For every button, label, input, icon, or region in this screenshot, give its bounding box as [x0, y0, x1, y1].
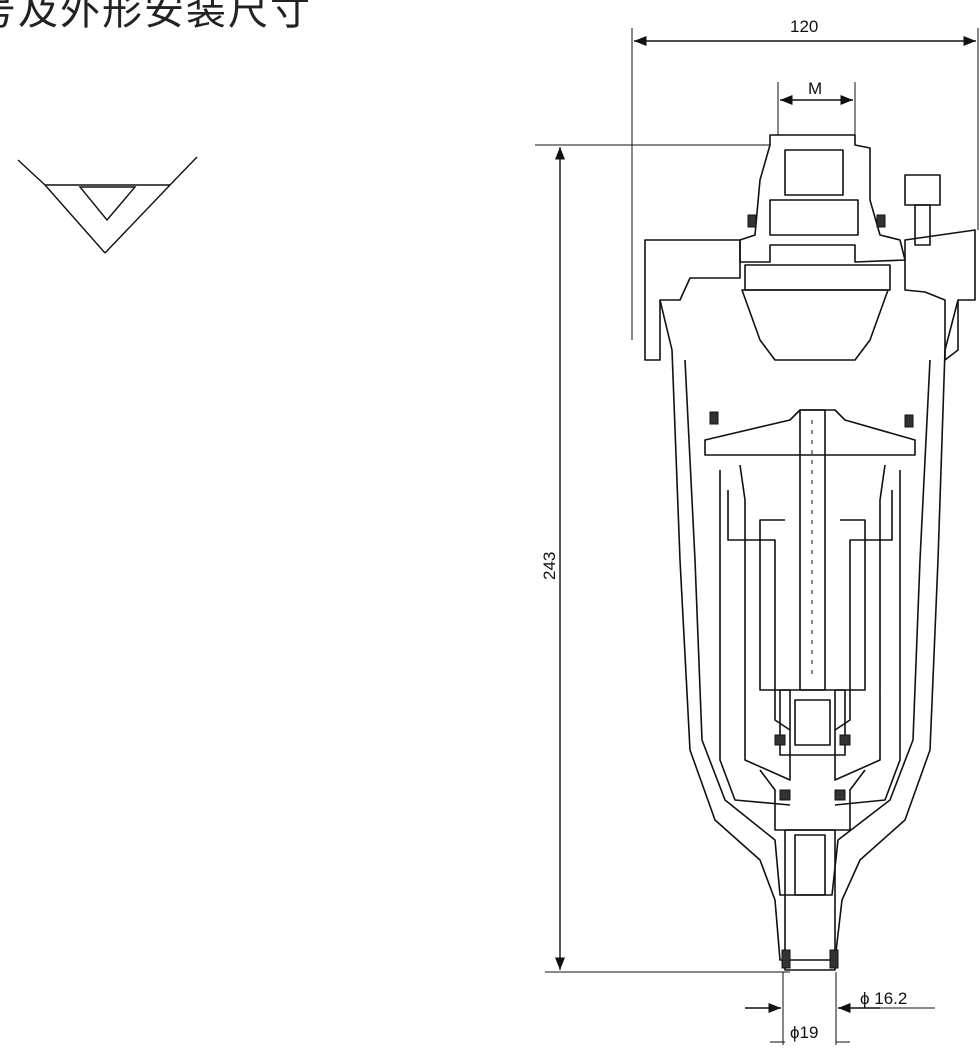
port-value: M	[808, 79, 822, 98]
height-dimension: 243	[535, 144, 790, 973]
width-value: 120	[790, 17, 818, 36]
bore-value: ϕ 16.2	[860, 989, 907, 1008]
filter-body	[644, 134, 976, 971]
height-value: 243	[540, 552, 559, 580]
width-dimension: 120	[631, 17, 979, 340]
port-dimension: M	[777, 79, 856, 135]
page-title: 号及外形安装尺寸	[0, 0, 312, 34]
outer-value: ϕ19	[790, 1023, 818, 1042]
filter-symbol-icon	[17, 156, 198, 254]
bore-dimension: ϕ 16.2 ϕ19	[745, 972, 935, 1045]
